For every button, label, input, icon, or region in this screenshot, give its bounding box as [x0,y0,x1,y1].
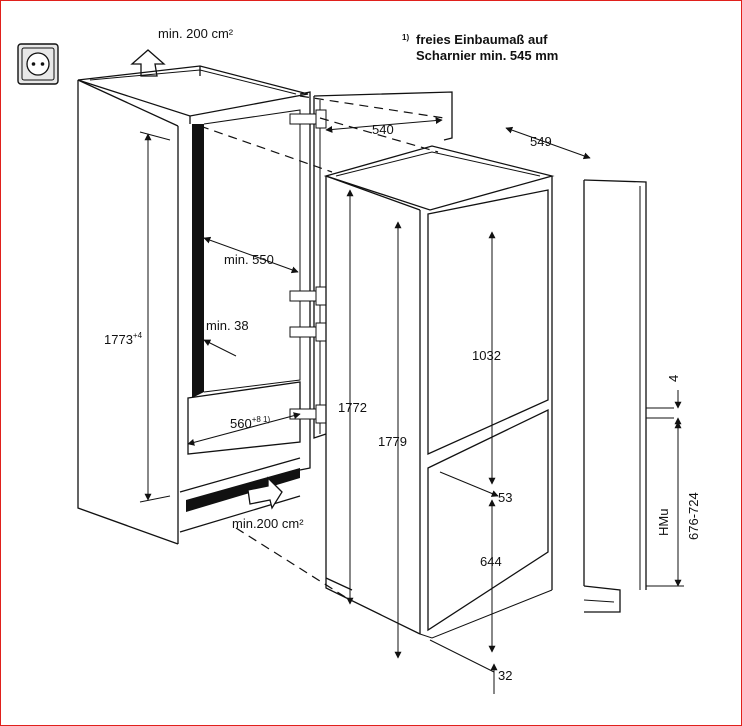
door-total-label: 1779 [378,434,407,449]
hinge-middle-2 [289,322,327,342]
dim-plinth [429,639,498,694]
note: 1) freies Einbaumaß auf Scharnier min. 5… [402,32,558,63]
niche-cabinet [77,65,311,545]
dim-appliance-depth [505,126,591,160]
side-profile [583,179,674,613]
appliance-depth-label: 549 [530,134,552,149]
upper-door-label: 1032 [472,348,501,363]
appliance-width-label: 540 [372,122,394,137]
hinge-middle-1 [289,286,327,306]
power-socket-icon [17,43,59,85]
note-line-1: freies Einbaumaß auf [416,32,548,47]
appliance-body [323,145,555,639]
plinth-label: 32 [498,668,512,683]
dim-depth-min [203,236,299,274]
note-line-2: Scharnier min. 545 mm [416,48,558,63]
vent-arrow-in-icon [247,476,283,510]
depth-min-label: min. 550 [224,252,274,267]
dim-door-gap [439,471,499,497]
dim-niche-height [139,131,171,503]
hmu-range-label: 676-724 [686,492,701,540]
dim-niche-width [187,412,301,446]
dim-hmu [646,421,684,587]
niche-width-label: 560+8 1) [230,415,270,431]
appliance-height-label: 1772 [338,400,367,415]
side-gap-label: 4 [666,375,681,382]
niche-height-label: 1773+4 [104,331,143,347]
vent-bottom-label: min.200 cm² [232,516,304,531]
dim-appliance-width [325,117,443,133]
lower-door-label: 644 [480,554,502,569]
vent-arrow-up-icon [130,49,166,77]
hinge-bottom [289,404,327,424]
dim-gap-min [196,323,237,357]
hinge-group [289,109,327,424]
door-gap-label: 53 [498,490,512,505]
gap-min-label: min. 38 [206,318,249,333]
note-marker: 1) [402,33,409,42]
niche-door-panel [313,91,453,439]
vent-top-label: min. 200 cm² [158,26,234,41]
hmu-label: HMu [656,509,671,536]
hinge-top [289,109,327,129]
